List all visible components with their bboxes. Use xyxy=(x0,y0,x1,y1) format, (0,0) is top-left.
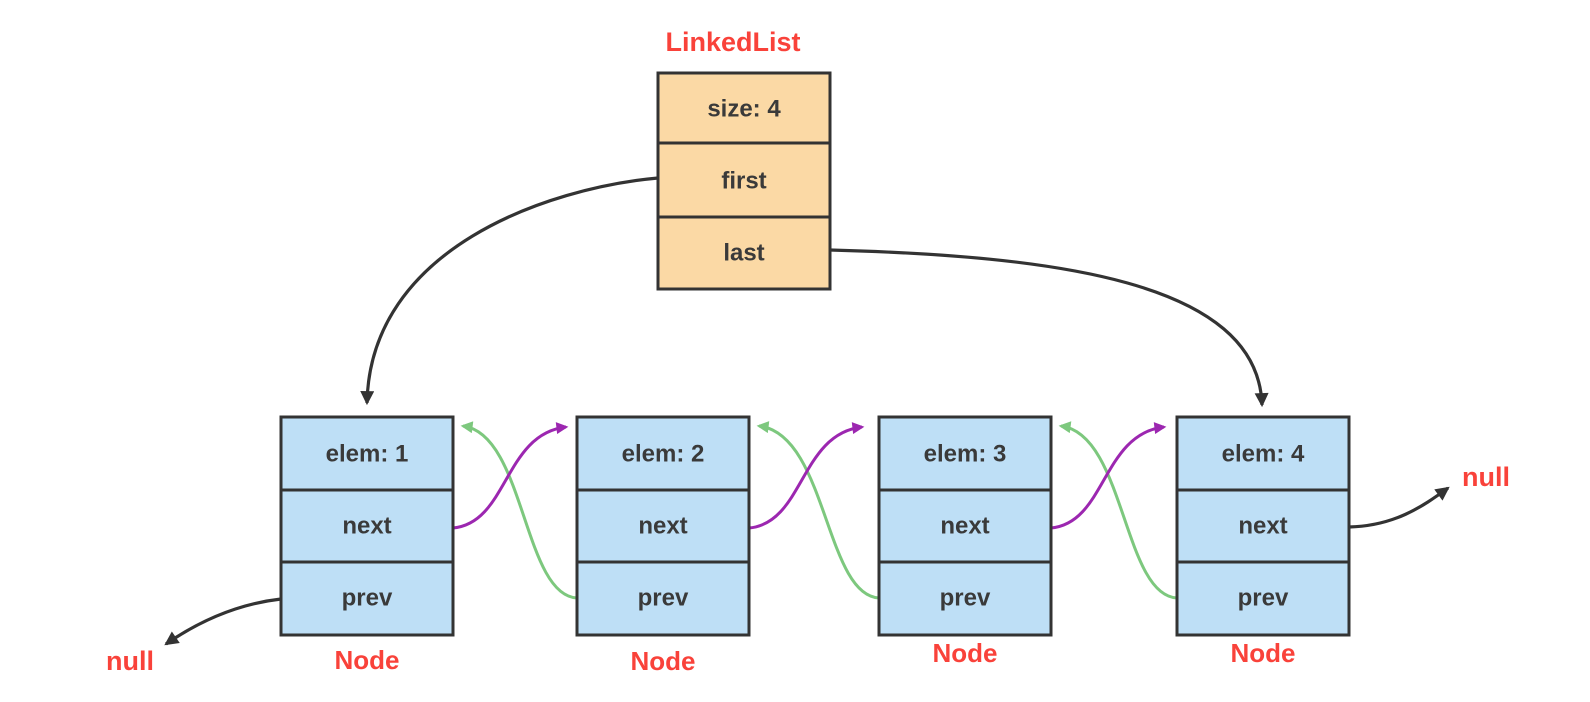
node-3-label: Node xyxy=(933,638,998,668)
node-1-rect xyxy=(279,415,455,637)
prev-arrow-node2-to-node1 xyxy=(460,421,578,600)
node-1-prev-field: prev xyxy=(342,585,393,612)
next-null-arrow-right xyxy=(1348,486,1450,529)
node-2-rect xyxy=(575,415,751,637)
prev-arrow-node4-to-node3 xyxy=(1058,421,1178,600)
linkedlist-first-field: first xyxy=(721,168,766,195)
linkedlist-last-field: last xyxy=(723,240,764,267)
node-4-prev-field: prev xyxy=(1238,585,1289,612)
node-3-rect xyxy=(877,415,1053,637)
node-4-rect xyxy=(1175,415,1351,637)
prev-arrow-node3-to-node2 xyxy=(756,421,880,600)
linkedlist-box: size: 4 first last xyxy=(656,71,832,291)
linkedlist-size-field: size: 4 xyxy=(707,96,781,123)
last-pointer-arrow xyxy=(829,248,1269,408)
node-4-next-field: next xyxy=(1238,513,1287,540)
prev-null-arrow-left xyxy=(164,597,282,646)
node-4-elem-field: elem: 4 xyxy=(1222,441,1305,468)
node-1-elem-field: elem: 1 xyxy=(326,441,409,468)
node-3-next-field: next xyxy=(940,513,989,540)
node-2-prev-field: prev xyxy=(638,585,689,612)
node-4-box: elem: 4 next prev Node xyxy=(1175,415,1351,668)
node-2-elem-field: elem: 2 xyxy=(622,441,705,468)
node-2-next-field: next xyxy=(638,513,687,540)
node-3-prev-field: prev xyxy=(940,585,991,612)
null-label-left: null xyxy=(106,646,154,676)
node-1-next-field: next xyxy=(342,513,391,540)
node-2-label: Node xyxy=(631,646,696,676)
null-label-right: null xyxy=(1462,462,1510,492)
node-3-elem-field: elem: 3 xyxy=(924,441,1007,468)
first-pointer-arrow xyxy=(360,176,659,406)
node-2-box: elem: 2 next prev Node xyxy=(575,415,751,676)
next-arrow-node2-to-node3 xyxy=(748,422,865,530)
next-arrow-node1-to-node2 xyxy=(452,422,569,530)
node-4-label: Node xyxy=(1231,638,1296,668)
node-1-box: elem: 1 next prev Node xyxy=(279,415,455,675)
node-3-box: elem: 3 next prev Node xyxy=(877,415,1053,668)
next-arrow-node3-to-node4 xyxy=(1050,422,1167,530)
diagram-title: LinkedList xyxy=(665,27,800,57)
linkedlist-box-rect xyxy=(656,71,832,291)
node-1-label: Node xyxy=(335,645,400,675)
